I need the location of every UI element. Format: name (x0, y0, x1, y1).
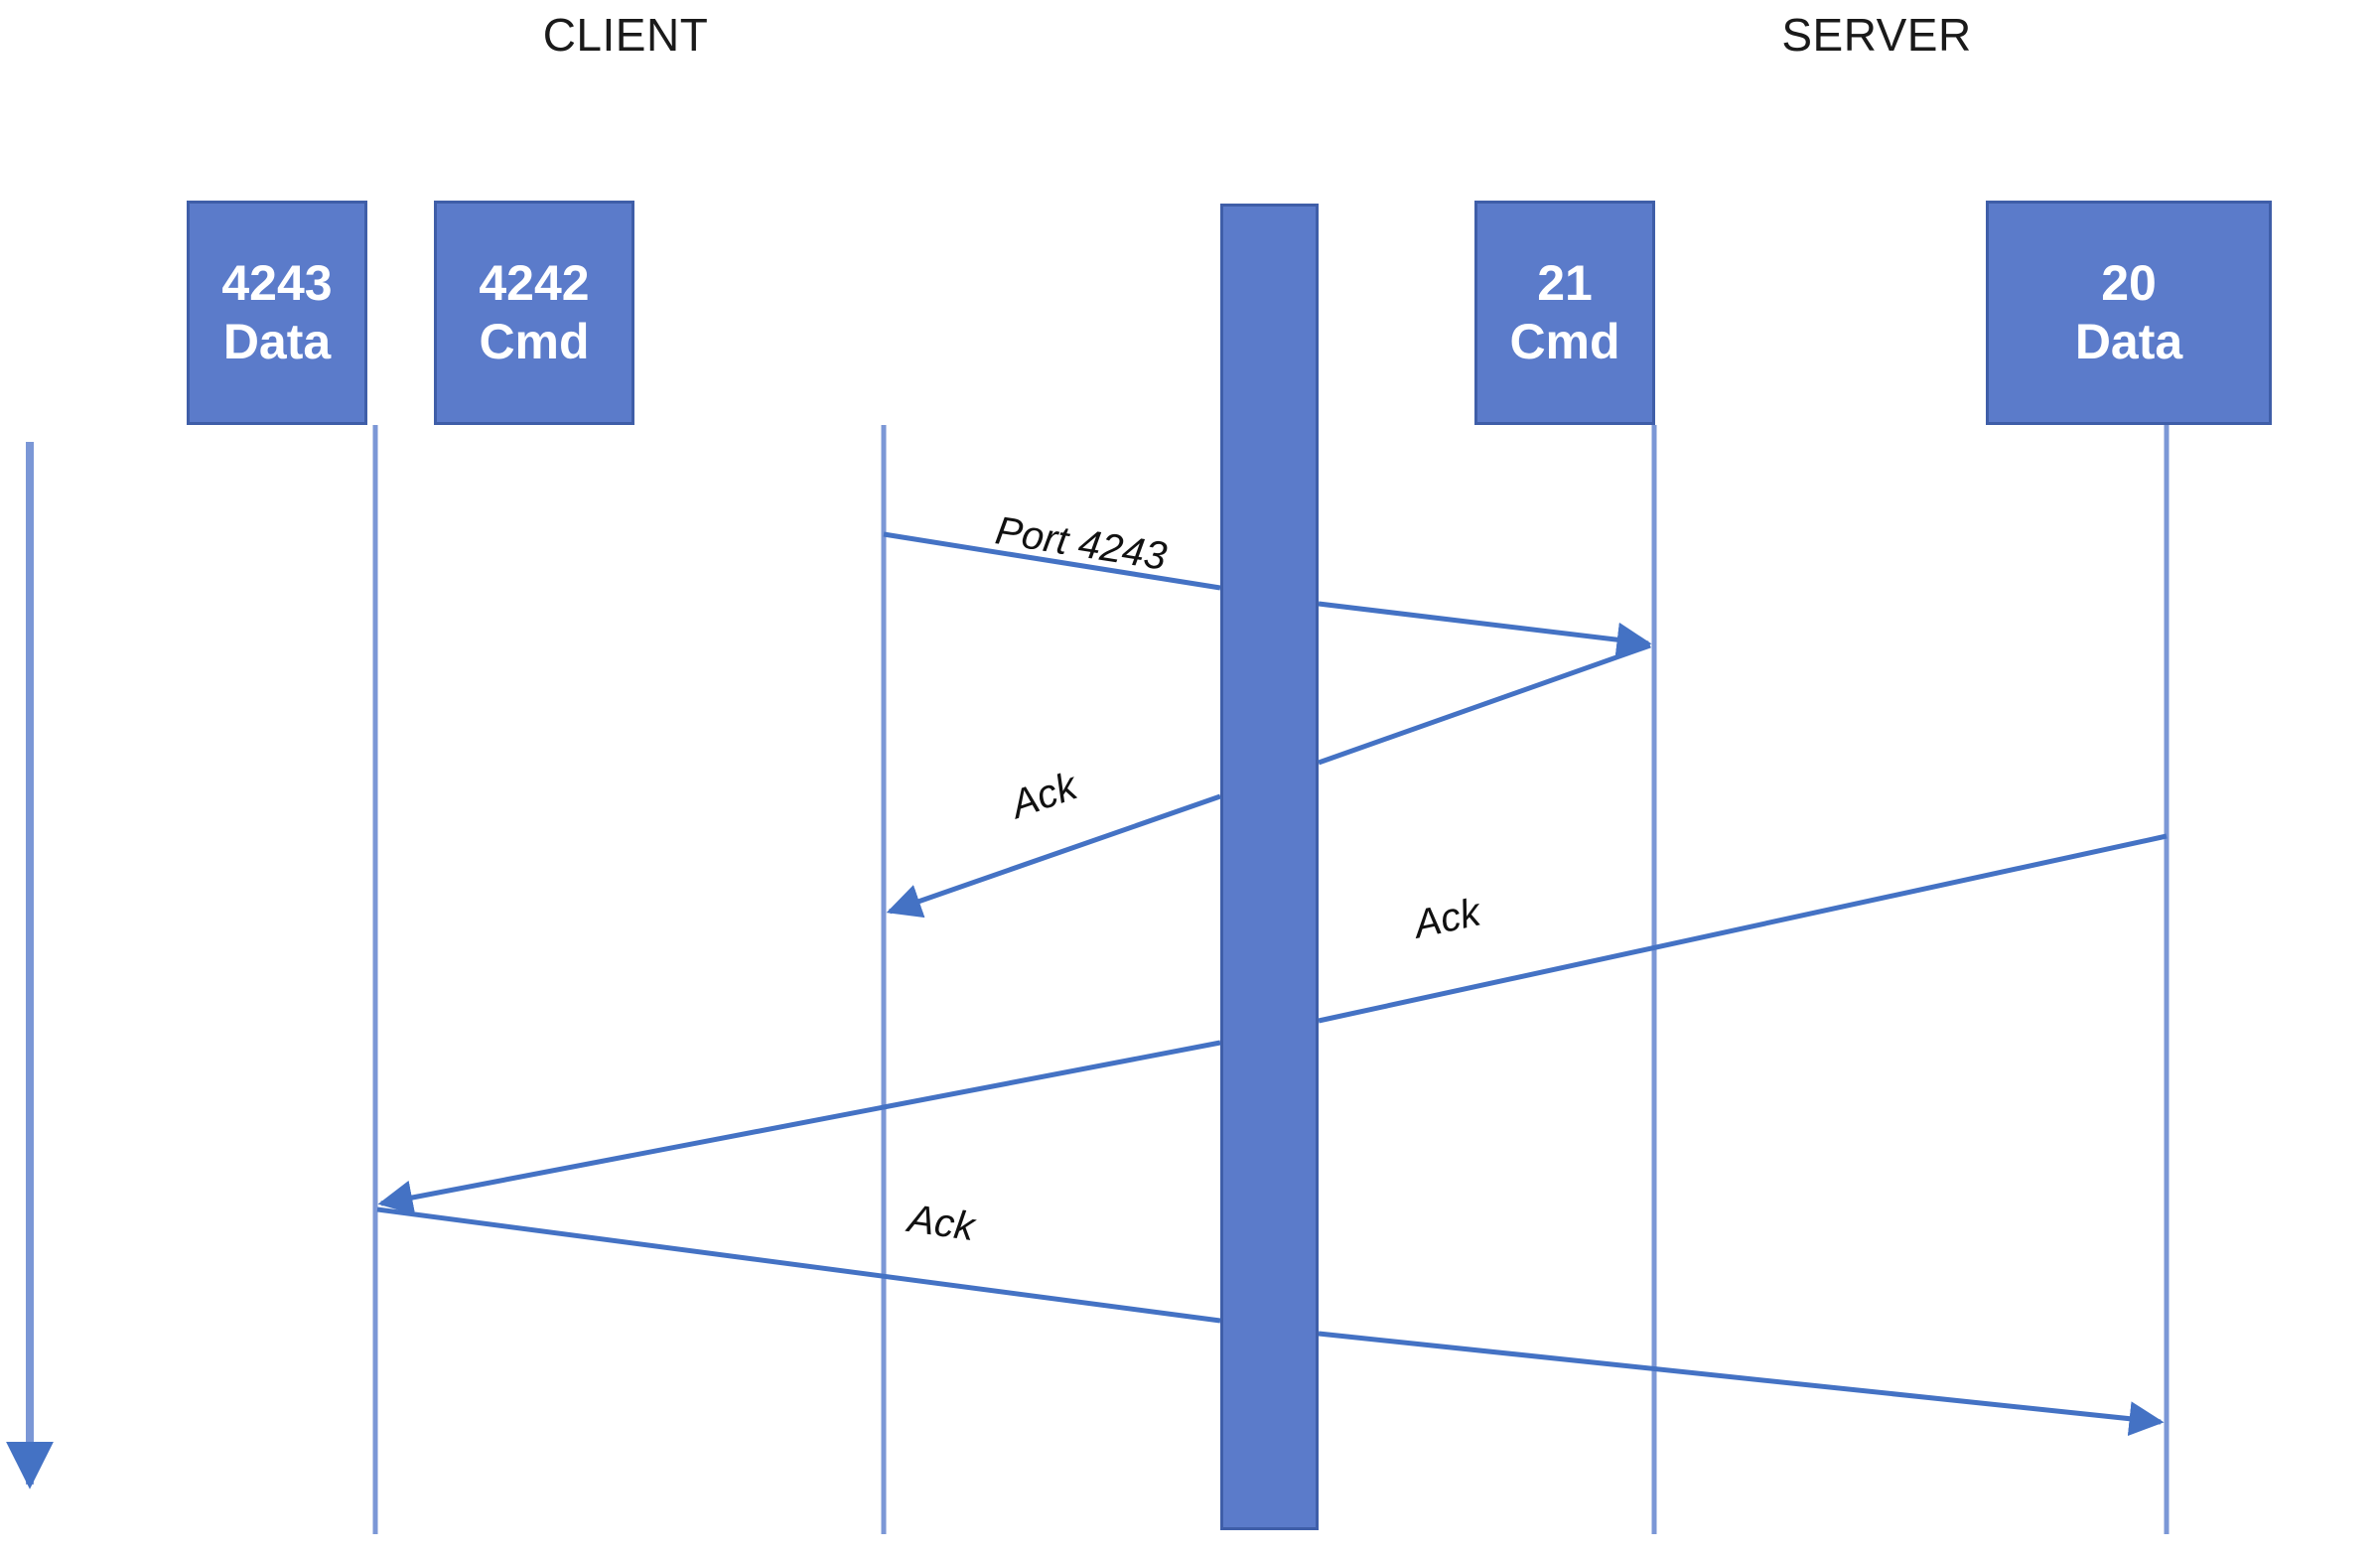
firewall-bar (1220, 204, 1319, 1530)
node-port-label: 20 (2101, 255, 2157, 311)
message-label-port-4243: Port 4243 (992, 508, 1170, 579)
message-label-ack-2: Ack (1410, 890, 1484, 947)
node-kind-label: Data (222, 314, 332, 369)
node-kind-label: Data (2074, 314, 2183, 369)
column-title-server: SERVER (1781, 9, 1972, 61)
node-box-client-data[interactable]: 4243 Data (187, 201, 367, 425)
node-box-server-data[interactable]: 20 Data (1986, 201, 2272, 425)
node-box-client-cmd[interactable]: 4242 Cmd (434, 201, 634, 425)
node-port-label: 4243 (221, 255, 333, 311)
column-title-client: CLIENT (542, 9, 709, 61)
message-label-ack-3: Ack (906, 1197, 978, 1250)
message-label-ack-1: Ack (1005, 764, 1083, 827)
node-box-server-cmd[interactable]: 21 Cmd (1474, 201, 1655, 425)
node-port-label: 4242 (479, 255, 590, 311)
node-kind-label: Cmd (479, 314, 590, 369)
node-port-label: 21 (1537, 255, 1593, 311)
node-kind-label: Cmd (1509, 314, 1620, 369)
